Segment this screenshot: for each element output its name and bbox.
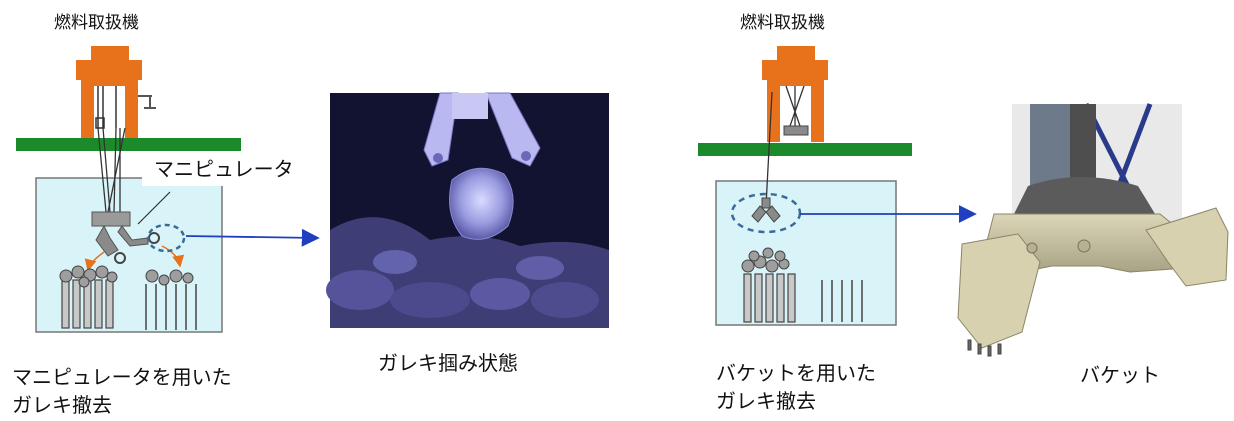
debris-left	[59, 265, 194, 288]
fuel-pool-right	[715, 180, 897, 326]
bucket-symbol	[751, 197, 781, 223]
manipulator-arm-left	[95, 224, 119, 257]
machine-label-right: 燃料取扱機	[740, 13, 825, 33]
manipulator-head	[91, 211, 131, 227]
manipulator-callout-line	[137, 191, 171, 225]
caption-bucket-photo: バケット	[1080, 363, 1160, 387]
operating-floor-right	[698, 143, 912, 156]
dashed-highlight-left	[146, 223, 186, 253]
dashed-highlight-right	[730, 192, 802, 234]
fuel-handling-machine-left	[76, 46, 156, 138]
caption-left-line2: ガレキ撤去	[12, 393, 112, 417]
cables-left	[97, 127, 126, 213]
manipulator-arm-right	[117, 225, 149, 247]
photo-bucket	[957, 102, 1229, 357]
rack-lines-right	[821, 280, 863, 322]
caption-grab-photo: ガレキ掴み状態	[378, 351, 518, 375]
debris-right	[741, 247, 790, 273]
caption-right-line2: ガレキ撤去	[716, 389, 816, 413]
rack-lines-left	[145, 284, 197, 330]
machine-label-left: 燃料取扱機	[54, 13, 139, 33]
operating-floor-left	[16, 138, 241, 151]
motion-arrow-2	[161, 245, 185, 268]
right-diagram	[698, 46, 977, 326]
motion-arrow-1	[84, 251, 105, 272]
fuel-handling-machine-right	[762, 46, 828, 142]
arrow-to-grab-photo	[185, 228, 320, 247]
caption-left-line1: マニピュレータを用いた	[12, 365, 232, 389]
left-diagram	[16, 46, 320, 333]
bucket-cable	[765, 91, 773, 207]
caption-right-line1: バケットを用いた	[716, 361, 876, 385]
fuel-rod-bundle-right	[743, 273, 796, 323]
manipulator-label: マニピュレータ	[142, 154, 308, 186]
photo-grab-state	[326, 92, 609, 328]
